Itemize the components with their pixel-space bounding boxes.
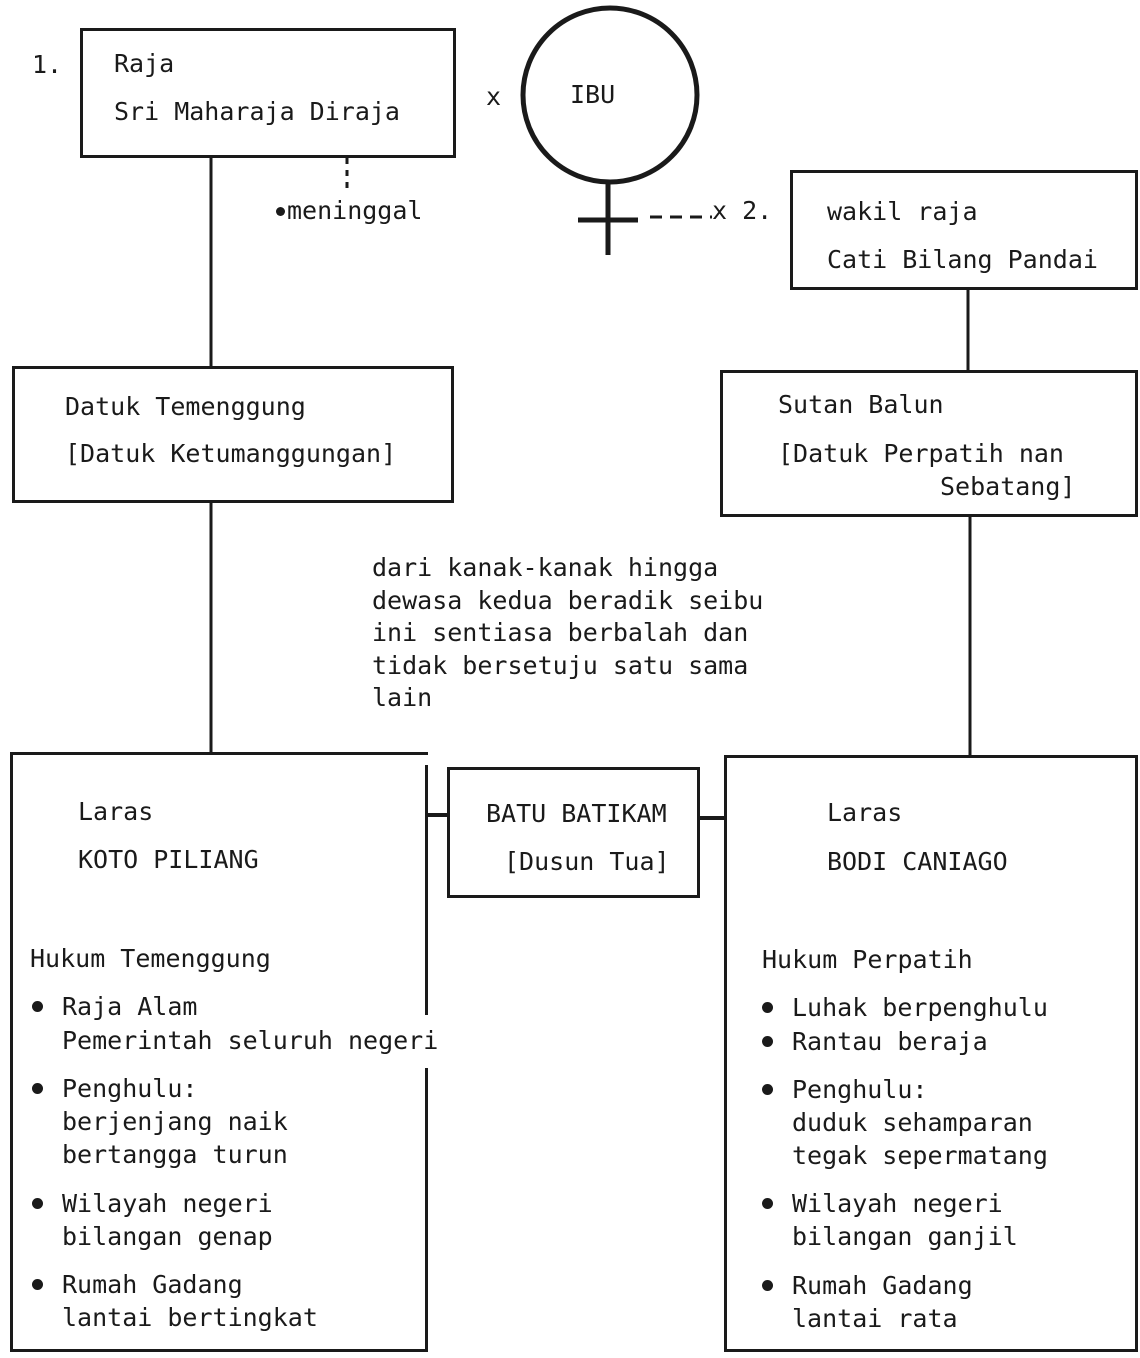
koto-item-4-line-1: Rumah Gadang [62,1270,243,1299]
marriage-marker-2: x 2. [712,196,773,225]
wakil-title: wakil raja [827,197,978,226]
bodi-bullet-3 [762,1084,773,1095]
bodi-hukum: Hukum Perpatih [762,945,973,974]
bodi-bullet-5 [762,1280,773,1291]
koto-item-2-line-1: Penghulu: [62,1074,198,1103]
raja-box: Raja Sri Maharaja Diraja [80,28,456,158]
batu-batikam-box: BATU BATIKAM [Dusun Tua] [447,767,700,898]
bodi-item-2: Rantau beraja [792,1027,988,1056]
note-line-2: dewasa kedua beradik seibu [372,585,764,615]
bodi-item-4-line-2: bilangan ganjil [792,1222,1018,1251]
koto-laras: Laras [78,797,154,826]
koto-right-edge-bottom [425,1068,428,1352]
datuk-temenggung-box: Datuk Temenggung [Datuk Ketumanggungan] [12,366,454,503]
koto-bullet-4 [32,1279,43,1290]
koto-right-edge-top [425,765,428,1015]
koto-item-4-line-2: lantai bertingkat [62,1303,318,1332]
bodi-item-5-line-1: Rumah Gadang [792,1271,973,1300]
koto-item-1-line-2: Pemerintah seluruh negeri [62,1026,439,1055]
sutan-balun-box: Sutan Balun [Datuk Perpatih nan Sebatang… [720,370,1138,517]
koto-item-2-line-3: bertangga turun [62,1140,288,1169]
koto-hukum: Hukum Temenggung [30,944,271,973]
meninggal-dot [276,207,285,216]
wakil-name: Cati Bilang Pandai [827,245,1098,274]
bodi-item-3-line-1: Penghulu: [792,1075,928,1104]
note-line-1: dari kanak-kanak hingga [372,553,719,582]
datuk-temenggung-alias: [Datuk Ketumanggungan] [65,439,397,468]
raja-number: 1. [32,50,63,79]
datuk-temenggung-name: Datuk Temenggung [65,392,306,421]
koto-item-2-line-2: berjenjang naik [62,1107,288,1136]
marriage-marker-1: x [486,82,502,111]
sutan-balun-name: Sutan Balun [778,390,944,419]
raja-name: Sri Maharaja Diraja [114,97,400,126]
bodi-bullet-2 [762,1036,773,1047]
koto-item-1-line-1: Raja Alam [62,992,198,1021]
batu-title: BATU BATIKAM [486,799,667,828]
rivalry-note: dari kanak-kanak hingga dewasa kedua ber… [372,552,763,715]
batu-subtitle: [Dusun Tua] [504,847,670,876]
bodi-bullet-1 [762,1002,773,1013]
koto-name: KOTO PILIANG [78,845,259,874]
bodi-caniago-box: Laras BODI CANIAGO Hukum Perpatih [724,755,1138,1352]
bodi-item-3-line-3: tegak sepermatang [792,1141,1048,1170]
bodi-item-3-line-2: duduk sehamparan [792,1108,1033,1137]
meninggal-label: meninggal [287,196,423,225]
koto-item-3-line-1: Wilayah negeri [62,1189,273,1218]
sutan-balun-alias-1: [Datuk Perpatih nan [778,439,1064,468]
bodi-item-1: Luhak berpenghulu [792,993,1048,1022]
bodi-item-4-line-1: Wilayah negeri [792,1189,1003,1218]
koto-bullet-3 [32,1198,43,1209]
note-line-5: lain [372,683,433,712]
ibu-label: IBU [570,80,616,109]
koto-piliang-box [10,752,428,1352]
koto-bullet-1 [32,1001,43,1012]
bodi-bullet-4 [762,1198,773,1209]
bodi-item-5-line-2: lantai rata [792,1304,958,1333]
sutan-balun-alias-2: Sebatang] [940,472,1076,501]
raja-title: Raja [114,49,175,78]
wakil-raja-box: wakil raja Cati Bilang Pandai [790,170,1138,290]
bodi-name: BODI CANIAGO [827,847,1008,876]
bodi-laras: Laras [827,798,903,827]
note-line-3: ini sentiasa berbalah dan [372,618,749,647]
koto-bullet-2 [32,1083,43,1094]
note-line-4: tidak bersetuju satu sama [372,650,749,680]
koto-item-3-line-2: bilangan genap [62,1222,273,1251]
